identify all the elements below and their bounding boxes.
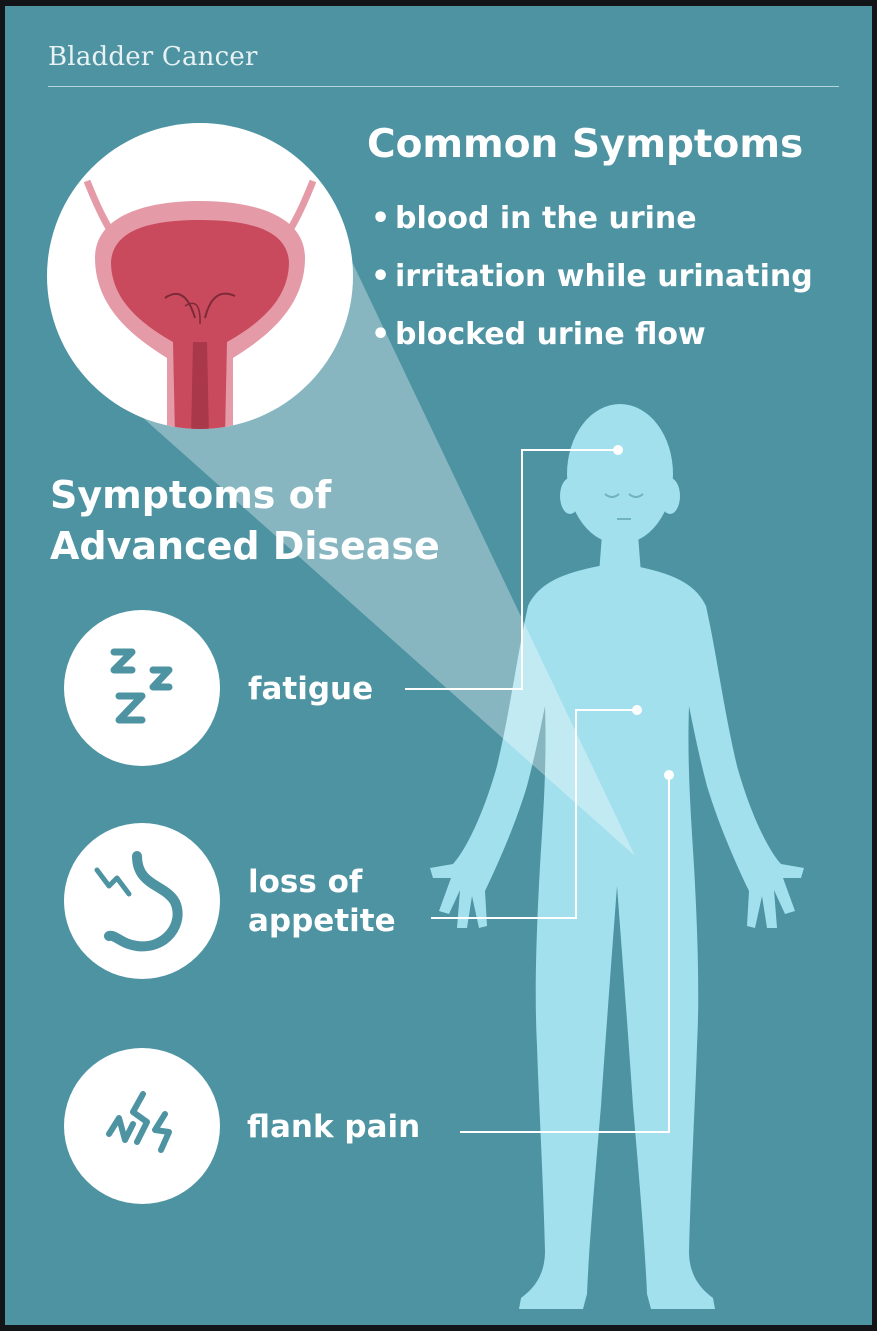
fatigue-label: fatigue xyxy=(248,671,374,707)
header-divider xyxy=(48,86,839,87)
list-item: •blocked urine flow xyxy=(371,317,706,352)
common-symptoms-heading: Common Symptoms xyxy=(367,122,804,167)
common-symptoms-list: •blood in the urine •irritation while ur… xyxy=(367,196,847,370)
stomach-icon xyxy=(64,823,220,979)
infographic-panel: Bladder Cancer Common Symptoms •blood in… xyxy=(5,6,872,1325)
list-item: •irritation while urinating xyxy=(371,259,813,294)
stomach-point xyxy=(632,705,642,715)
bladder-illustration xyxy=(47,123,353,429)
loss-of-appetite-label: loss of appetite xyxy=(248,864,396,939)
connector-lines xyxy=(405,449,670,1133)
brand-title: Bladder Cancer xyxy=(48,42,258,72)
head-point xyxy=(613,445,623,455)
fatigue-connector xyxy=(405,449,618,690)
advanced-symptoms-heading: Symptoms of Advanced Disease xyxy=(50,473,440,568)
list-item: •blood in the urine xyxy=(371,201,697,236)
diagram-artwork xyxy=(47,123,804,1309)
appetite-connector xyxy=(431,709,637,919)
flank-pain-label: flank pain xyxy=(247,1109,421,1145)
human-body-figure xyxy=(430,404,804,1309)
common-symptom-irritation: irritation while urinating xyxy=(395,259,813,294)
common-symptom-blocked-flow: blocked urine flow xyxy=(395,317,706,352)
common-symptom-blood: blood in the urine xyxy=(395,201,697,236)
sleep-zzz-icon xyxy=(64,610,220,766)
flank-connector xyxy=(460,775,670,1133)
pain-zigzag-icon xyxy=(64,1048,220,1204)
flank-point xyxy=(664,770,674,780)
